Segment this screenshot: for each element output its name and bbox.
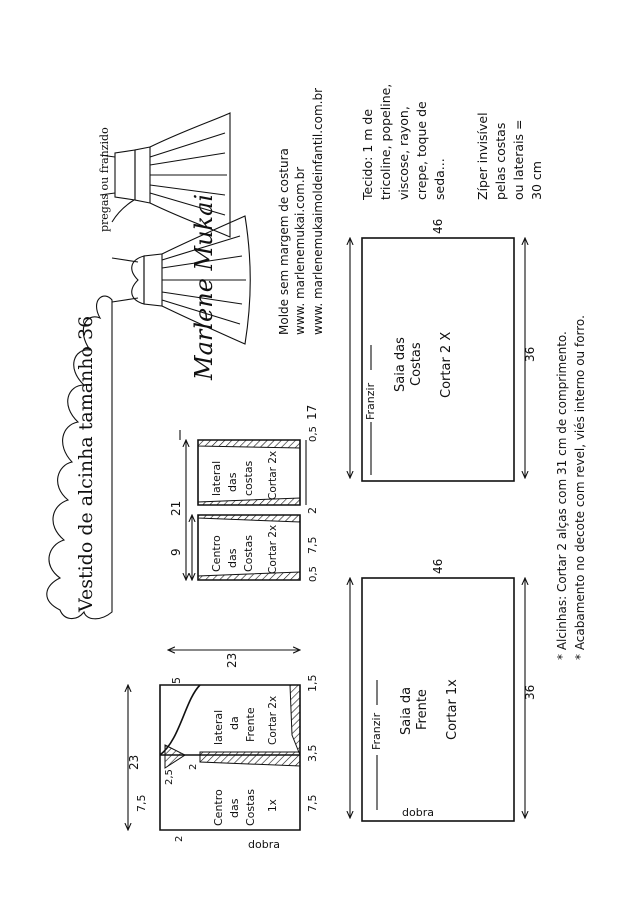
front-side-cut: Cortar 2x	[267, 696, 279, 745]
title-cloud	[46, 295, 113, 620]
back-center-label: Centro	[210, 535, 223, 572]
back-center-label: das	[226, 548, 239, 568]
dim-back-05-top: 0,5	[308, 426, 319, 442]
fabric-note-line: Tecido: 1 m de	[360, 109, 375, 201]
dim-back-05-bottom: 0,5	[308, 566, 319, 582]
front-center-label: das	[228, 798, 241, 818]
front-fold: dobra	[248, 838, 280, 851]
dim-front-35: 3,5	[306, 745, 319, 763]
dim-front-5: 5	[170, 677, 183, 684]
credit-line-1: Molde sem margem de costura	[277, 148, 291, 335]
front-center-label: Centro	[212, 789, 225, 826]
skirt-front-cut: Cortar 1x	[445, 679, 460, 740]
dress-sketch-front	[111, 215, 251, 345]
credit-line-2: www. marlenemukai.com.br	[293, 167, 307, 335]
back-side-label: das	[226, 472, 239, 492]
dim-front-75-b: 7,5	[306, 795, 319, 813]
dim-front-width: 23	[225, 653, 239, 668]
fabric-note-line: 30 cm	[529, 161, 544, 200]
skirt-back-label: Saia das	[393, 337, 408, 392]
note-arrow	[111, 199, 135, 223]
back-bodice: lateral das costas Cortar 2x Centro das …	[197, 439, 301, 581]
dim-back-2: 2	[306, 507, 319, 514]
dim-skirt-back-height: 46	[431, 219, 445, 234]
back-center-label: Costas	[242, 535, 255, 572]
credit-line-3: www. marlenemukaimoldeinfantil.com.br	[311, 88, 325, 335]
back-side-label: lateral	[210, 461, 223, 496]
front-center-label: Costas	[244, 789, 257, 826]
fabric-note-line: crepe, toque de	[414, 101, 429, 200]
back-center-cut: Cortar 2x	[267, 525, 279, 574]
skirt-back-label: Costas	[409, 342, 424, 386]
front-center-cut: 1x	[267, 799, 279, 812]
footer-note-straps: * Alcinhas: Cortar 2 alças com 31 cm de …	[555, 331, 569, 660]
skirt-back-piece: Franzir Saia das Costas Cortar 2 X	[361, 237, 515, 482]
front-side-label: Frente	[244, 707, 257, 742]
front-bodice: lateral da Frente Cortar 2x Centro das C…	[159, 684, 301, 851]
dim-front-2-a: 2	[188, 764, 199, 770]
page-title: Vestido de alcinha tamanho 36	[75, 316, 97, 613]
skirt-front-fold: dobra	[402, 806, 434, 819]
dim-front-75-a: 7,5	[135, 795, 148, 813]
dim-skirt-back-width: 36	[523, 347, 537, 362]
signature: Marlene Mukai	[190, 194, 218, 381]
skirt-back-cut: Cortar 2 X	[439, 332, 454, 398]
dim-front-25: 2,5	[164, 769, 175, 785]
footer-note-finishing: * Acabamento no decote com revel, viés i…	[573, 315, 587, 660]
front-side-label: da	[228, 716, 241, 730]
back-side-label: costas	[242, 460, 255, 496]
fabric-note-line: tricoline, popeline,	[378, 84, 393, 200]
dim-skirt-front-width: 36	[523, 685, 537, 700]
skirt-front-piece: Franzir Saia da Frente Cortar 1x dobra	[361, 577, 515, 822]
fabric-note-line: pelas costas	[493, 123, 508, 200]
dim-skirt-front-height: 46	[431, 559, 445, 574]
fabric-note-line: seda...	[432, 158, 447, 200]
skirt-front-label: Saia da	[399, 687, 414, 735]
dim-front-height: 23	[127, 755, 141, 770]
dim-back-side-17: 17	[305, 405, 319, 420]
dim-back-center: 9	[169, 548, 183, 556]
fabric-note-line: ou laterais =	[511, 120, 526, 201]
dress-sketch-back	[99, 112, 231, 238]
dim-front-15: 1,5	[306, 675, 319, 693]
dim-back-width: 21	[169, 501, 183, 516]
fabric-notes: Tecido: 1 m de tricoline, popeline, visc…	[360, 84, 544, 201]
sketch-note: pregas ou franzido	[98, 127, 111, 232]
fabric-note-line: Zíper invisível	[475, 112, 490, 200]
dim-back-75: 7,5	[306, 537, 319, 555]
skirt-front-gather: Franzir	[370, 712, 383, 750]
fabric-note-line: viscose, rayon,	[396, 106, 411, 200]
skirt-back-gather: Franzir	[364, 382, 377, 420]
back-side-cut: Cortar 2x	[267, 451, 279, 500]
dim-front-2-b: 2	[174, 836, 185, 842]
skirt-front-label: Frente	[415, 689, 430, 730]
front-side-label: lateral	[212, 710, 225, 745]
